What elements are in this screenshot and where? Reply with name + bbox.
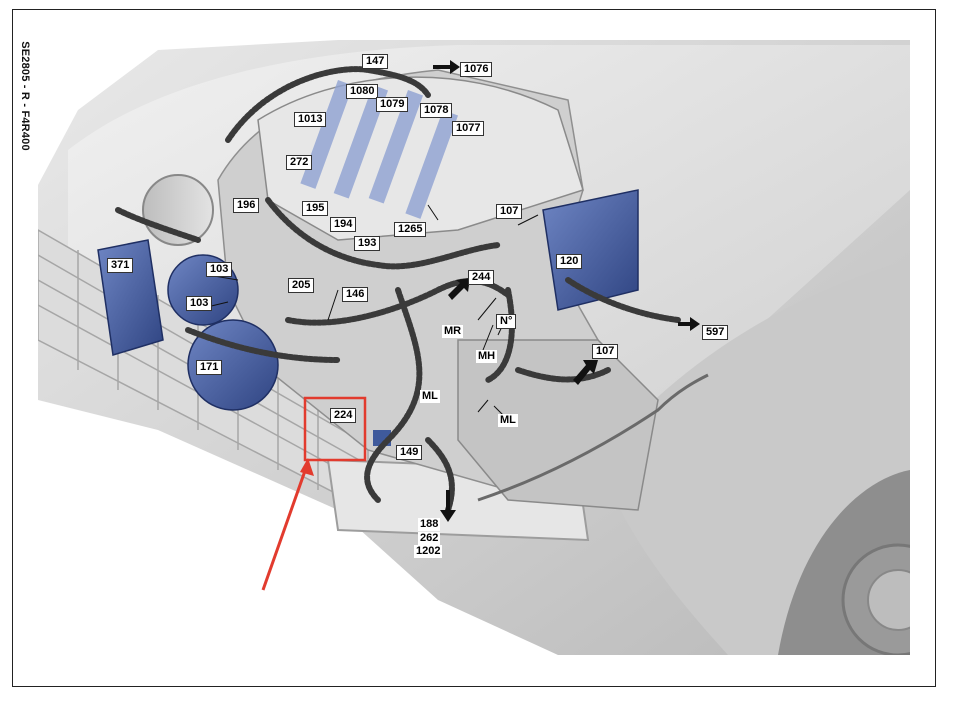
label-1079: 1079 <box>376 97 409 112</box>
label-mh: MH <box>476 350 498 363</box>
label-120: 120 <box>556 254 583 269</box>
label-262: 262 <box>418 532 441 545</box>
ignition-coils <box>300 80 459 219</box>
highlight-arrow <box>261 467 308 591</box>
label-103-bottom: 103 <box>186 296 213 311</box>
label-193: 193 <box>354 236 381 251</box>
label-149: 149 <box>396 445 423 460</box>
label-107-bottom: 107 <box>592 344 619 359</box>
direction-arrows <box>433 60 700 522</box>
label-1077: 1077 <box>452 121 485 136</box>
label-597: 597 <box>702 325 729 340</box>
label-147: 147 <box>362 54 389 69</box>
label-1076: 1076 <box>460 62 493 77</box>
label-244: 244 <box>468 270 495 285</box>
label-188: 188 <box>418 518 441 531</box>
label-n-degree: N° <box>496 314 517 329</box>
label-ml-right: ML <box>498 414 518 427</box>
label-1080: 1080 <box>346 84 379 99</box>
compressor-171 <box>187 319 279 411</box>
label-146: 146 <box>342 287 369 302</box>
diagram-code-text: SE2805 - R - F4R400 <box>19 41 31 151</box>
label-mr: MR <box>442 325 464 338</box>
label-195: 195 <box>302 201 329 216</box>
label-1265: 1265 <box>394 222 427 237</box>
label-196: 196 <box>233 198 260 213</box>
engine-illustration <box>38 40 910 655</box>
label-103-top: 103 <box>206 262 233 277</box>
label-272: 272 <box>286 155 313 170</box>
label-194: 194 <box>330 217 357 232</box>
label-371: 371 <box>107 258 134 273</box>
diagram-code: SE2805 - R - F4R400 <box>14 20 38 180</box>
label-171: 171 <box>196 360 223 375</box>
label-1202: 1202 <box>414 545 443 558</box>
gearbox <box>457 339 659 511</box>
highlight-box <box>303 396 367 462</box>
label-ml-left: ML <box>420 390 440 403</box>
label-107-top: 107 <box>496 204 523 219</box>
fuel-pipe <box>477 373 709 502</box>
label-1013: 1013 <box>294 112 327 127</box>
label-224: 224 <box>330 408 357 423</box>
label-205: 205 <box>288 278 315 293</box>
label-1078: 1078 <box>420 103 453 118</box>
